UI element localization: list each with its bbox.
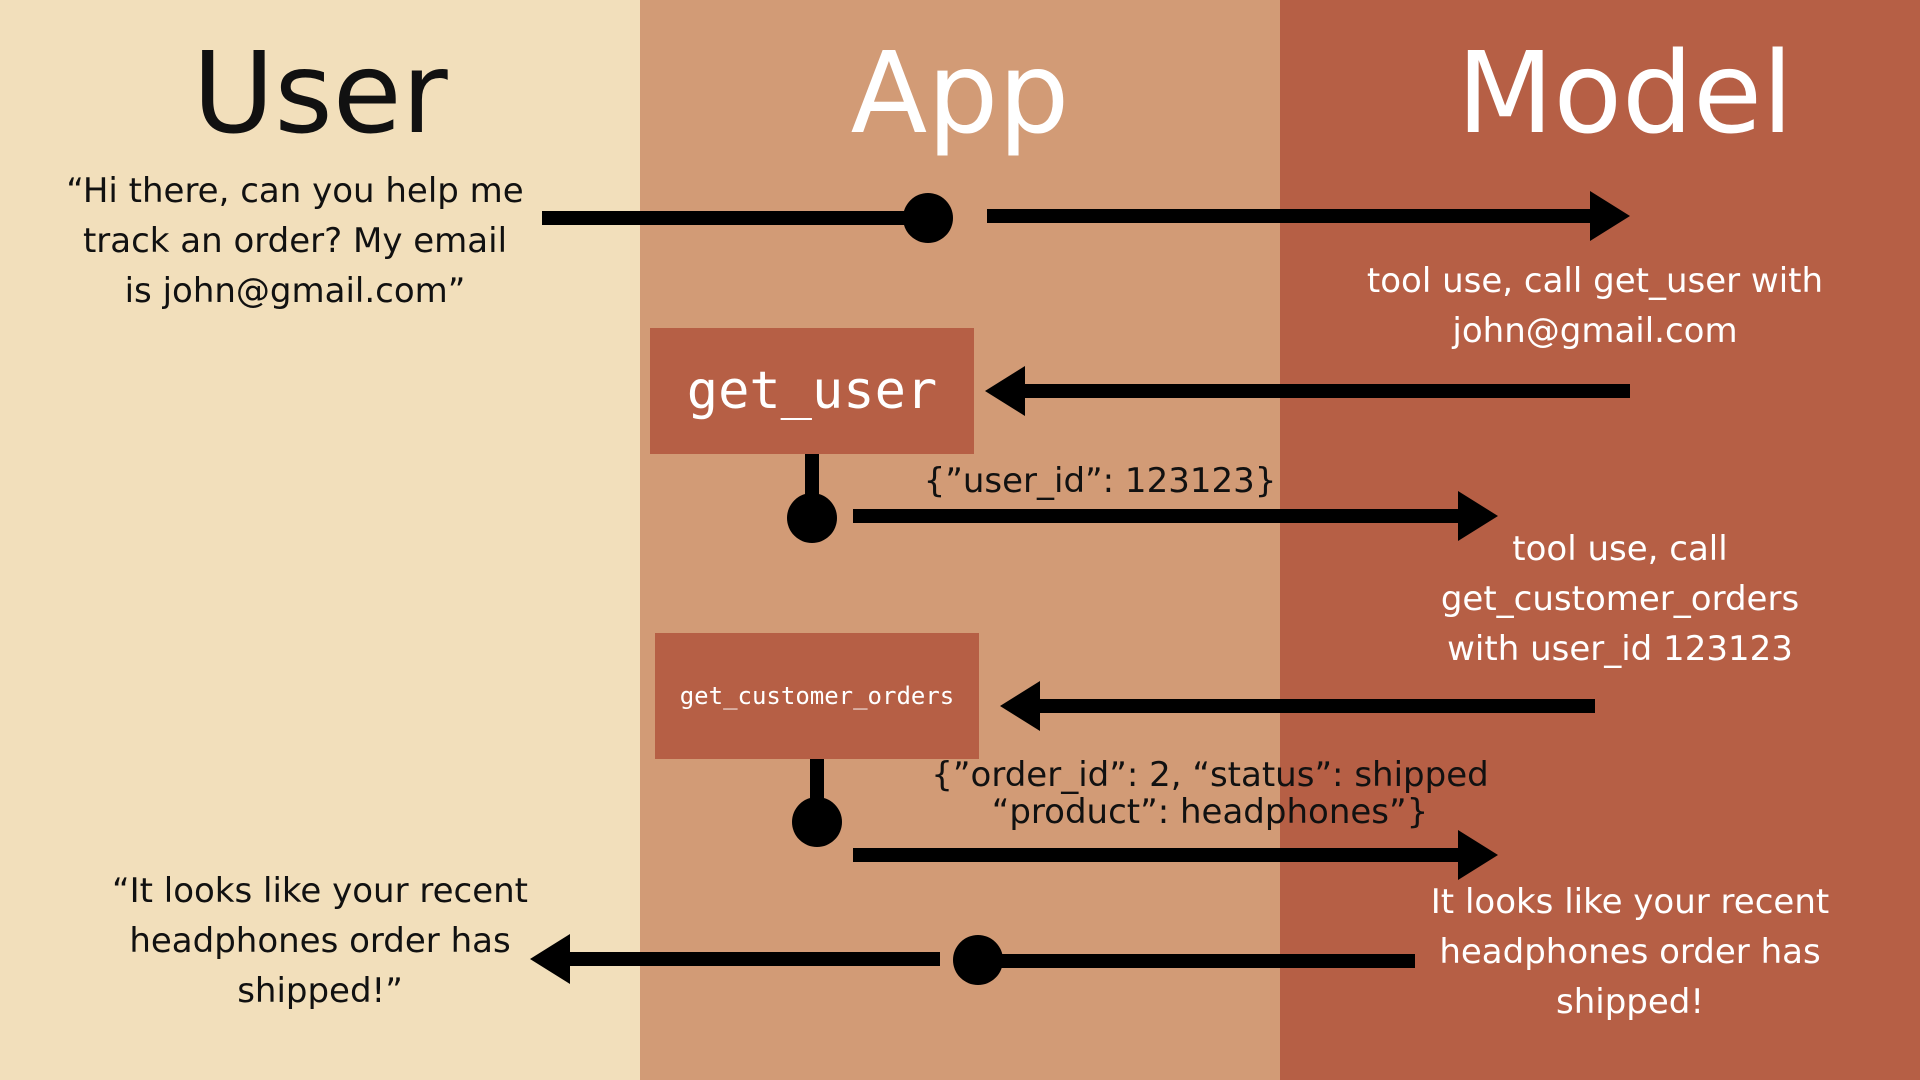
- model-heading: Model: [1456, 29, 1794, 159]
- model-tool-use-1-text: tool use, call get_user with john@gmail.…: [1366, 261, 1824, 351]
- app-relay-dot-1: [903, 193, 953, 243]
- arrowhead-right-3: [1458, 491, 1498, 541]
- get-user-tool-label: get_user: [686, 361, 938, 421]
- arrowhead-left-2: [985, 366, 1025, 416]
- get-user-result-dot: [787, 493, 837, 543]
- app-relay-dot-2: [953, 935, 1003, 985]
- arrowhead-left-4: [1000, 681, 1040, 731]
- app-heading: App: [850, 29, 1070, 159]
- get-user-tool-box: get_user: [650, 328, 974, 454]
- user-heading: User: [192, 29, 448, 159]
- orders-result-dot: [792, 797, 842, 847]
- user-prompt-text: “Hi there, can you help me track an orde…: [66, 171, 524, 311]
- arrowhead-right-5: [1458, 830, 1498, 880]
- arrowhead-right-1: [1590, 191, 1630, 241]
- orders-result-text: {”order_id”: 2, “status”: shipped “produ…: [931, 755, 1489, 832]
- app-column: [640, 0, 1280, 1080]
- user-column: [0, 0, 640, 1080]
- get-customer-orders-tool-box: get_customer_orders: [655, 633, 979, 759]
- model-tool-use-2-text: tool use, call get_customer_orders with …: [1440, 529, 1800, 669]
- model-final-text: It looks like your recent headphones ord…: [1430, 882, 1830, 1022]
- model-column: [1280, 0, 1920, 1080]
- get-user-result-text: {”user_id”: 123123}: [923, 461, 1277, 501]
- get-customer-orders-tool-label: get_customer_orders: [679, 682, 955, 710]
- user-reply-text: “It looks like your recent headphones or…: [111, 871, 529, 1011]
- arrowhead-left-6: [530, 934, 570, 984]
